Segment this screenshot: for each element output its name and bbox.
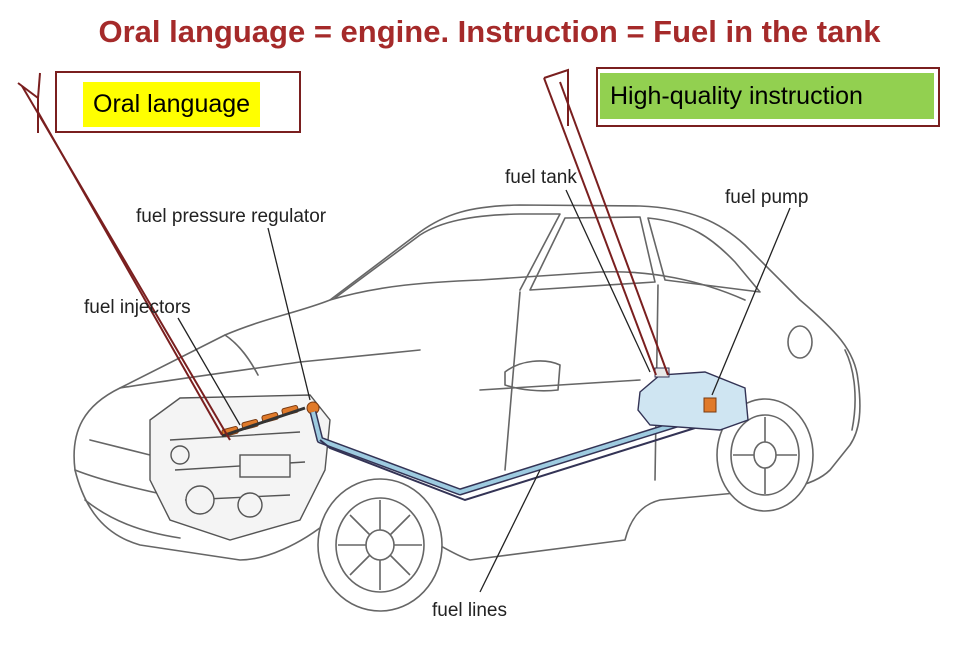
instruction-text: High-quality instruction bbox=[600, 73, 934, 119]
rear-wheel bbox=[716, 398, 814, 512]
label-fuel-tank: fuel tank bbox=[505, 167, 577, 188]
fuel-tank-part bbox=[637, 367, 749, 431]
page-title: Oral language = engine. Instruction = Fu… bbox=[98, 14, 881, 49]
oral-language-text: Oral language bbox=[83, 82, 261, 127]
label-fuel-lines: fuel lines bbox=[432, 600, 507, 621]
front-wheel bbox=[317, 478, 443, 612]
fuel-pump-part bbox=[703, 397, 717, 413]
fuel-rail bbox=[221, 406, 306, 438]
label-fuel-pump: fuel pump bbox=[725, 187, 808, 208]
label-fuel-injectors: fuel injectors bbox=[84, 297, 191, 318]
engine-block bbox=[149, 394, 331, 541]
oral-language-callout: Oral language bbox=[55, 71, 301, 133]
label-leaders bbox=[177, 189, 791, 593]
callout-pointers bbox=[17, 68, 669, 441]
label-fuel-pressure-regulator: fuel pressure regulator bbox=[136, 206, 327, 227]
instruction-callout: High-quality instruction bbox=[596, 67, 940, 127]
